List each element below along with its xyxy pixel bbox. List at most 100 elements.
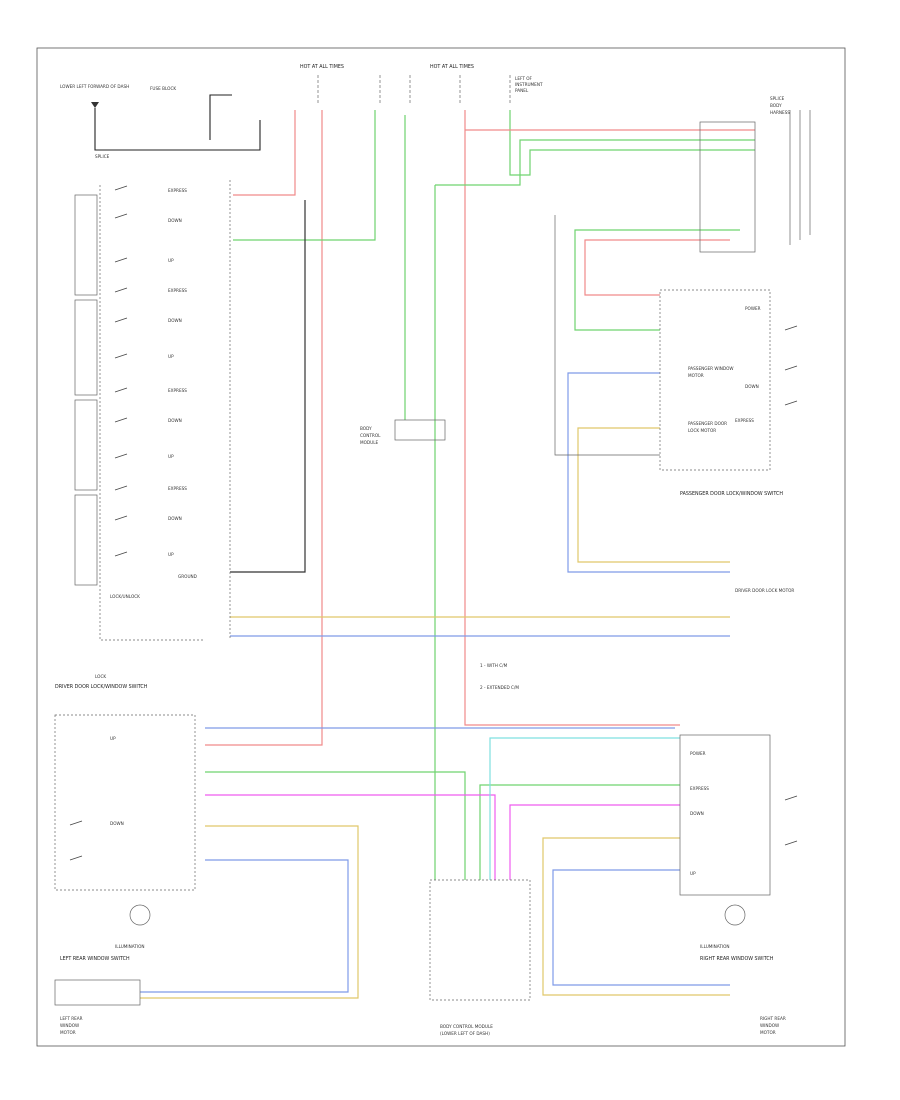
top-section: LOWER LEFT FORWARD OF DASH SPLICE FUSE B… (60, 64, 543, 159)
rr-lbl-0: POWER (690, 751, 706, 756)
left-motor-1: WINDOW (60, 1023, 79, 1028)
rr-lbl-2: DOWN (690, 811, 704, 816)
center-note-2: 2 - EXTENDED C/M (480, 685, 519, 690)
passenger-switch-box (659, 289, 771, 471)
right-rear-contacts (784, 795, 798, 846)
cyan-wire (489, 737, 680, 880)
bcm-line-2: MODULE (360, 440, 379, 445)
splice-label: SPLICE (95, 154, 110, 159)
green-wire-driver (233, 110, 376, 241)
drv-lbl-9: EXPRESS (168, 486, 187, 491)
left-rear-contacts (69, 820, 83, 861)
bcm-line-0: BODY (360, 426, 372, 431)
bcm-lower-connector (429, 879, 531, 1001)
left-rear-switch-box (54, 714, 196, 891)
rr-lbl-3: UP (690, 871, 696, 876)
driver-switch: EXPRESS DOWN UP EXPRESS DOWN UP EXPRESS … (55, 180, 231, 690)
passenger-switch: PASSENGER WINDOW MOTOR PASSENGER DOOR LO… (659, 289, 798, 593)
right-box-line-1: BODY (770, 103, 782, 108)
pass-lock-motor-1: LOCK MOTOR (688, 428, 716, 433)
right-motor-1: WINDOW (760, 1023, 779, 1028)
drv-lbl-6: EXPRESS (168, 388, 187, 393)
right-rear-switch-box (679, 734, 771, 896)
right-harness-box (699, 121, 756, 253)
left-motor-2: MOTOR (60, 1030, 76, 1035)
driver-window-block-4 (74, 494, 98, 586)
pass-lbl-0: POWER (745, 306, 761, 311)
green-wire-rear (205, 771, 466, 880)
pass-lock-label: DRIVER DOOR LOCK MOTOR (735, 588, 794, 593)
drv-lbl-0: EXPRESS (168, 188, 187, 193)
left-rear-motor-box (54, 979, 141, 1006)
right-motor-0: RIGHT REAR (760, 1016, 786, 1021)
pass-lbl-2: DOWN (745, 384, 759, 389)
driver-ground-label: GROUND (178, 574, 197, 579)
left-rear-up: UP (110, 736, 116, 741)
ground-symbol (91, 102, 99, 108)
right-motor-2: MOTOR (760, 1030, 776, 1035)
yellow-wire-rear-right (542, 837, 730, 996)
driver-window-block-3 (74, 399, 98, 491)
right-fuse-label: HOT AT ALL TIMES (430, 64, 474, 70)
pass-window-motor-1: MOTOR (688, 373, 704, 378)
center-note-1: 1 - WITH C/M (480, 663, 508, 668)
left-fuse-label: HOT AT ALL TIMES (300, 64, 344, 70)
yellow-wire-pass (577, 427, 730, 563)
green-wire-right (509, 110, 755, 176)
left-rear-switch: UP DOWN ILLUMINATION LEFT REAR WINDOW SW… (54, 714, 196, 1035)
diagram-frame (36, 47, 846, 1047)
pass-window-motor-0: PASSENGER WINDOW (688, 366, 734, 371)
center-bottom-1: (LOWER LEFT OF DASH) (440, 1031, 490, 1036)
drv-lbl-7: DOWN (168, 418, 182, 423)
right-harness: SPLICE BODY HARNESS (699, 96, 790, 253)
blue-wire-rear-sw (140, 859, 349, 993)
fuse-feed-wire (209, 94, 232, 140)
left-illumination: ILLUMINATION (115, 944, 145, 949)
pass-lock-motor-0: PASSENGER DOOR (688, 421, 727, 426)
right-rear-title: RIGHT REAR WINDOW SWITCH (700, 956, 774, 962)
green-wire-center-b (435, 139, 755, 186)
bcm-line-1: CONTROL (360, 433, 381, 438)
rr-lbl-1: EXPRESS (690, 786, 709, 791)
left-motor-0: LEFT REAR (60, 1016, 83, 1021)
blue-wire-pass (567, 372, 730, 573)
pass-lbl-1: EXPRESS (735, 418, 754, 423)
left-illumination-lamp (129, 904, 151, 926)
drv-lbl-8: UP (168, 454, 174, 459)
fuse-block-dividers (317, 75, 511, 105)
pass-switch-title: PASSENGER DOOR LOCK/WINDOW SWITCH (680, 491, 783, 497)
bus-note: FUSE BLOCK (150, 86, 176, 91)
right-rear-switch: POWER EXPRESS DOWN UP ILLUMINATION RIGHT… (679, 734, 798, 1035)
red-wire-driver (233, 110, 296, 196)
wire-runs (140, 110, 811, 999)
drv-lbl-1: DOWN (168, 218, 182, 223)
green-wire-rear-right (479, 784, 680, 880)
driver-bottom-sub: LOCK (95, 674, 106, 679)
magenta-wire-right (509, 804, 680, 880)
left-rear-title: LEFT REAR WINDOW SWITCH (60, 956, 130, 962)
drv-lbl-10: DOWN (168, 516, 182, 521)
right-harness-verticals (554, 110, 811, 456)
ground-left-label: LOWER LEFT FORWARD OF DASH (60, 84, 129, 89)
left-rear-down: DOWN (110, 821, 124, 826)
right-fuse-line-0: LEFT OF (515, 76, 532, 81)
red-wire-rear-right (464, 110, 680, 726)
right-fuse-line-1: INSTRUMENT (515, 82, 543, 87)
drv-lbl-2: UP (168, 258, 174, 263)
red-wire-pass (584, 239, 730, 296)
magenta-wire (205, 794, 496, 880)
driver-switch-contacts (114, 185, 128, 557)
blue-wire-rear-right (552, 869, 730, 986)
black-wire-ground (230, 200, 306, 573)
yellow-wire-rear-left (140, 825, 359, 999)
green-wire-pass (574, 229, 740, 331)
right-box-line-2: HARNESS (770, 110, 790, 115)
passenger-switch-contacts (784, 325, 798, 406)
center-module: BODY CONTROL MODULE 1 - WITH C/M 2 - EXT… (360, 419, 531, 1036)
drv-lbl-3: EXPRESS (168, 288, 187, 293)
right-box-line-0: SPLICE (770, 96, 785, 101)
bcm-connector (394, 419, 446, 441)
driver-switch-outline (99, 180, 231, 641)
right-illumination-lamp (724, 904, 746, 926)
